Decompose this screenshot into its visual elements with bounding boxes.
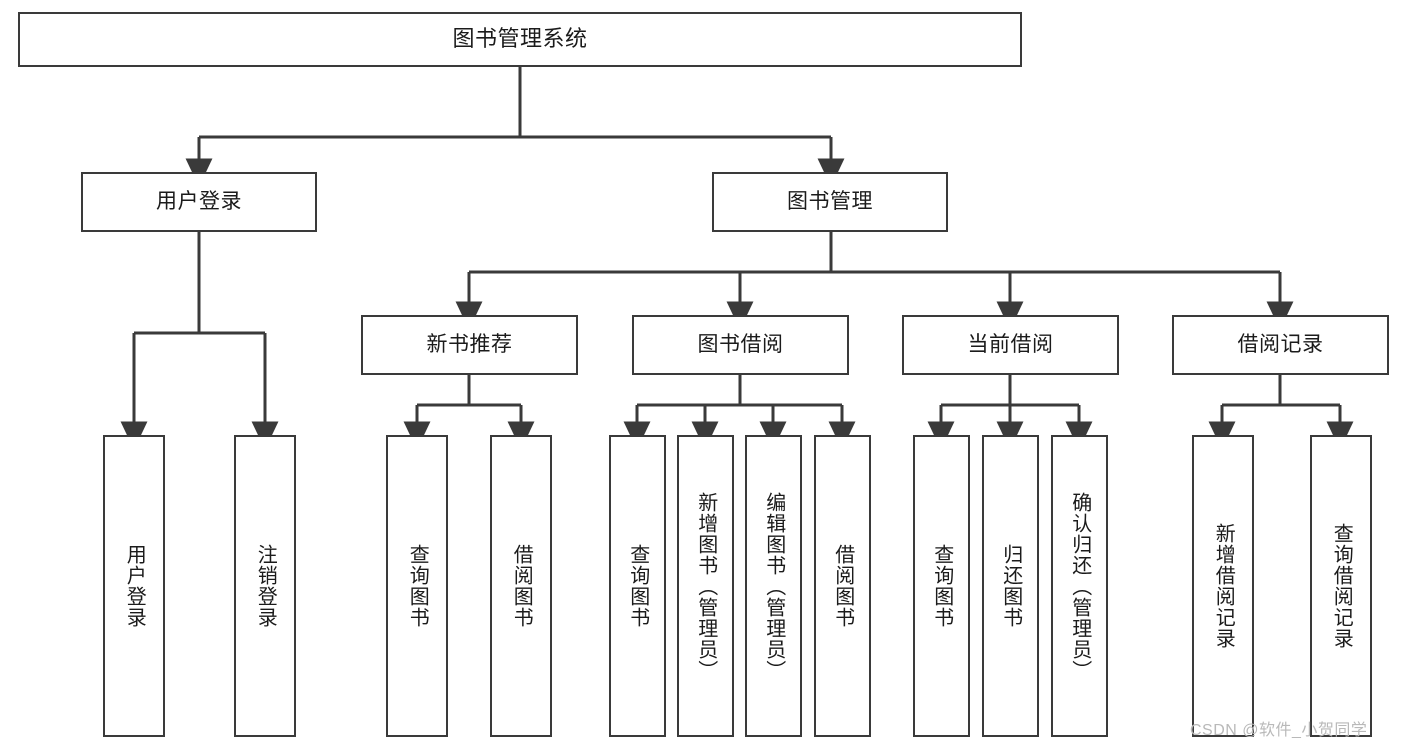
leaf-current-confirm-return[interactable]: 确认归还（管理员） — [1051, 435, 1108, 737]
node-label: 查询图书 — [406, 544, 429, 628]
node-label: 注销登录 — [254, 544, 277, 628]
leaf-user-login[interactable]: 用户登录 — [103, 435, 165, 737]
leaf-recommend-query-book[interactable]: 查询图书 — [386, 435, 448, 737]
node-label: 借阅图书 — [831, 544, 854, 628]
node-label: 确认归还（管理员） — [1068, 491, 1091, 681]
node-label: 用户登录 — [123, 544, 146, 628]
leaf-recommend-borrow-book[interactable]: 借阅图书 — [490, 435, 552, 737]
node-root-system[interactable]: 图书管理系统 — [18, 12, 1022, 67]
leaf-record-add-record[interactable]: 新增借阅记录 — [1192, 435, 1254, 737]
node-label: 图书管理 — [787, 190, 873, 214]
node-label: 编辑图书（管理员） — [762, 491, 785, 681]
leaf-user-logout[interactable]: 注销登录 — [234, 435, 296, 737]
node-borrow-record[interactable]: 借阅记录 — [1172, 315, 1389, 375]
node-label: 借阅图书 — [510, 544, 533, 628]
node-label: 查询图书 — [626, 544, 649, 628]
node-label: 借阅记录 — [1237, 333, 1324, 357]
node-label: 新书推荐 — [426, 333, 513, 357]
leaf-borrow-edit-book[interactable]: 编辑图书（管理员） — [745, 435, 802, 737]
leaf-current-return-book[interactable]: 归还图书 — [982, 435, 1039, 737]
node-label: 当前借阅 — [967, 333, 1054, 357]
leaf-borrow-add-book[interactable]: 新增图书（管理员） — [677, 435, 734, 737]
node-label: 查询图书 — [930, 544, 953, 628]
node-label: 查询借阅记录 — [1330, 523, 1353, 649]
node-book-borrow[interactable]: 图书借阅 — [632, 315, 849, 375]
node-new-book-recommend[interactable]: 新书推荐 — [361, 315, 578, 375]
leaf-record-query-record[interactable]: 查询借阅记录 — [1310, 435, 1372, 737]
node-label: 图书管理系统 — [452, 26, 588, 52]
leaf-current-query-book[interactable]: 查询图书 — [913, 435, 970, 737]
watermark-text: CSDN @软件_小贺同学 — [1190, 722, 1368, 739]
node-label: 图书借阅 — [697, 333, 784, 357]
leaf-borrow-query-book[interactable]: 查询图书 — [609, 435, 666, 737]
node-label: 归还图书 — [999, 544, 1022, 628]
node-current-borrow[interactable]: 当前借阅 — [902, 315, 1119, 375]
node-label: 用户登录 — [156, 190, 242, 214]
node-user-login[interactable]: 用户登录 — [81, 172, 317, 232]
leaf-borrow-borrow-book[interactable]: 借阅图书 — [814, 435, 871, 737]
node-label: 新增借阅记录 — [1212, 523, 1235, 649]
node-book-management[interactable]: 图书管理 — [712, 172, 948, 232]
node-label: 新增图书（管理员） — [694, 491, 717, 681]
